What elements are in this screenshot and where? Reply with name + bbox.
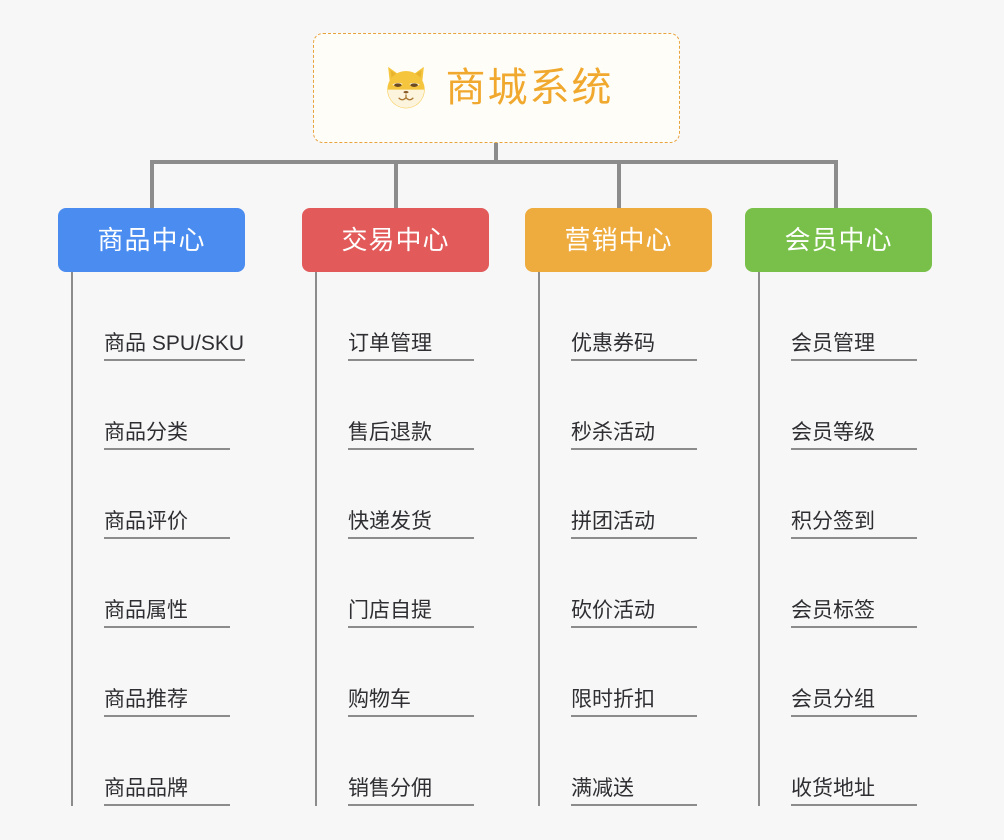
list-item[interactable]: 拼团活动 bbox=[540, 450, 712, 539]
list-item[interactable]: 会员等级 bbox=[760, 361, 932, 450]
category-title-1: 商品中心 bbox=[97, 225, 206, 255]
connector-drop-1 bbox=[150, 160, 154, 208]
item-label: 商品品牌 bbox=[104, 778, 230, 806]
connector-root-stem bbox=[494, 143, 498, 163]
category-title-4: 会员中心 bbox=[784, 225, 893, 255]
list-item[interactable]: 满减送 bbox=[540, 717, 712, 806]
item-label: 会员等级 bbox=[791, 422, 917, 450]
category-header-3[interactable]: 营销中心 bbox=[525, 208, 712, 272]
list-item[interactable]: 商品分类 bbox=[73, 361, 245, 450]
list-item[interactable]: 订单管理 bbox=[317, 272, 489, 361]
item-label: 订单管理 bbox=[348, 333, 474, 361]
item-label: 优惠券码 bbox=[571, 333, 697, 361]
item-label: 限时折扣 bbox=[571, 689, 697, 717]
item-label: 商品 SPU/SKU bbox=[104, 333, 245, 361]
list-item[interactable]: 门店自提 bbox=[317, 539, 489, 628]
list-item[interactable]: 购物车 bbox=[317, 628, 489, 717]
branch-items-4: 会员管理 会员等级 积分签到 会员标签 会员分组 收货地址 bbox=[758, 272, 932, 806]
list-item[interactable]: 商品推荐 bbox=[73, 628, 245, 717]
item-label: 收货地址 bbox=[791, 778, 917, 806]
category-title-3: 营销中心 bbox=[564, 225, 673, 255]
list-item[interactable]: 砍价活动 bbox=[540, 539, 712, 628]
item-label: 销售分佣 bbox=[348, 778, 474, 806]
connector-drop-4 bbox=[834, 160, 838, 208]
branch-items-2: 订单管理 售后退款 快递发货 门店自提 购物车 销售分佣 bbox=[315, 272, 489, 806]
item-label: 会员分组 bbox=[791, 689, 917, 717]
item-label: 商品推荐 bbox=[104, 689, 230, 717]
category-header-4[interactable]: 会员中心 bbox=[745, 208, 932, 272]
item-label: 商品属性 bbox=[104, 600, 230, 628]
category-header-1[interactable]: 商品中心 bbox=[58, 208, 245, 272]
item-label: 满减送 bbox=[571, 778, 697, 806]
list-item[interactable]: 商品 SPU/SKU bbox=[73, 272, 245, 361]
category-header-2[interactable]: 交易中心 bbox=[302, 208, 489, 272]
connector-drop-2 bbox=[394, 160, 398, 208]
branch-items-1: 商品 SPU/SKU 商品分类 商品评价 商品属性 商品推荐 商品品牌 bbox=[71, 272, 245, 806]
item-label: 会员标签 bbox=[791, 600, 917, 628]
root-title: 商城系统 bbox=[445, 66, 614, 110]
item-label: 拼团活动 bbox=[571, 511, 697, 539]
list-item[interactable]: 会员分组 bbox=[760, 628, 932, 717]
list-item[interactable]: 会员标签 bbox=[760, 539, 932, 628]
item-label: 快递发货 bbox=[348, 511, 474, 539]
branch-column-1: 商品中心 商品 SPU/SKU 商品分类 商品评价 商品属性 商品推荐 商品品牌 bbox=[58, 208, 245, 806]
item-label: 商品评价 bbox=[104, 511, 230, 539]
item-label: 售后退款 bbox=[348, 422, 474, 450]
list-item[interactable]: 销售分佣 bbox=[317, 717, 489, 806]
list-item[interactable]: 商品属性 bbox=[73, 539, 245, 628]
item-label: 积分签到 bbox=[791, 511, 917, 539]
branch-items-3: 优惠券码 秒杀活动 拼团活动 砍价活动 限时折扣 满减送 bbox=[538, 272, 712, 806]
item-label: 秒杀活动 bbox=[571, 422, 697, 450]
branch-column-3: 营销中心 优惠券码 秒杀活动 拼团活动 砍价活动 限时折扣 满减送 bbox=[525, 208, 712, 806]
list-item[interactable]: 收货地址 bbox=[760, 717, 932, 806]
branch-column-2: 交易中心 订单管理 售后退款 快递发货 门店自提 购物车 销售分佣 bbox=[302, 208, 489, 806]
branch-column-4: 会员中心 会员管理 会员等级 积分签到 会员标签 会员分组 收货地址 bbox=[745, 208, 932, 806]
list-item[interactable]: 限时折扣 bbox=[540, 628, 712, 717]
item-label: 购物车 bbox=[348, 689, 474, 717]
item-label: 门店自提 bbox=[348, 600, 474, 628]
item-label: 会员管理 bbox=[791, 333, 917, 361]
connector-drop-3 bbox=[617, 160, 621, 208]
list-item[interactable]: 优惠券码 bbox=[540, 272, 712, 361]
root-node[interactable]: 商城系统 bbox=[313, 33, 680, 143]
shiba-dog-face-icon bbox=[380, 62, 432, 114]
connector-horizontal-bus bbox=[150, 160, 838, 164]
list-item[interactable]: 商品品牌 bbox=[73, 717, 245, 806]
category-title-2: 交易中心 bbox=[341, 225, 450, 255]
item-label: 砍价活动 bbox=[571, 600, 697, 628]
item-label: 商品分类 bbox=[104, 422, 230, 450]
list-item[interactable]: 会员管理 bbox=[760, 272, 932, 361]
list-item[interactable]: 售后退款 bbox=[317, 361, 489, 450]
list-item[interactable]: 秒杀活动 bbox=[540, 361, 712, 450]
list-item[interactable]: 快递发货 bbox=[317, 450, 489, 539]
list-item[interactable]: 积分签到 bbox=[760, 450, 932, 539]
list-item[interactable]: 商品评价 bbox=[73, 450, 245, 539]
